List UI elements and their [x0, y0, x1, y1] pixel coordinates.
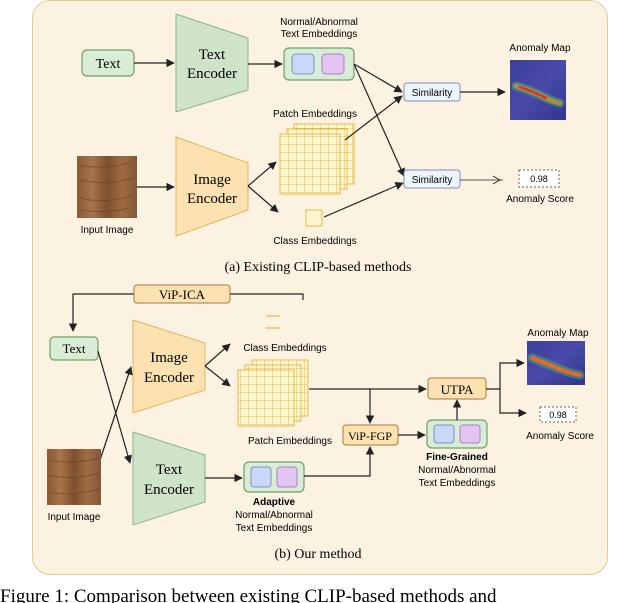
caption-b: (b) Our method [274, 547, 361, 562]
score-value-b: 0.98 [549, 410, 567, 420]
text-encoder-b [132, 431, 206, 526]
vip-fgp-label: ViP-FGP [348, 429, 392, 443]
image-encoder-b [132, 319, 206, 414]
score-box-b [539, 406, 577, 423]
adaptive-bold-label: Adaptive [253, 497, 296, 508]
adaptive-label-2: Text Embeddings [236, 523, 313, 534]
text-encoder-b-line1: Text [156, 462, 183, 478]
caption-a: (a) Existing CLIP-based methods [224, 260, 411, 275]
fine-grained-label-1: Normal/Abnormal [418, 465, 496, 476]
text-input-label-a: Text [96, 57, 121, 72]
text-embeddings-label-a2: Text Embeddings [281, 29, 358, 40]
similarity-box-2 [403, 169, 461, 189]
class-embeddings-label-b: Class Embeddings [243, 343, 326, 354]
adaptive-label-1: Normal/Abnormal [235, 510, 313, 521]
class-embeddings-label-a: Class Embeddings [273, 236, 356, 247]
image-encoder-a-line2: Encoder [187, 191, 237, 207]
text-input-label-b: Text [63, 341, 86, 356]
panel-b: ViP-ICA Text Image Encoder Class Embeddi… [47, 284, 594, 562]
vip-ica-label: ViP-ICA [159, 287, 206, 302]
anomaly-map-label-a: Anomaly Map [509, 43, 571, 54]
text-input-box-b [49, 336, 99, 361]
figure-caption: Figure 1: Comparison between existing CL… [0, 586, 497, 603]
text-encoder-a-line2: Encoder [187, 66, 237, 82]
utpa-label: UTPA [441, 382, 474, 397]
image-encoder-b-line2: Encoder [144, 370, 194, 386]
normal-embedding-a [291, 53, 315, 75]
patch-grid-a [279, 133, 341, 195]
text-embeddings-label-a1: Normal/Abnormal [280, 17, 358, 28]
patch-grid-b [237, 369, 295, 427]
similarity-label-1: Similarity [412, 88, 453, 99]
anomaly-map-b [527, 341, 585, 385]
image-encoder-a [175, 136, 249, 237]
image-encoder-a-line1: Image [193, 172, 231, 188]
anomaly-map-label-b: Anomaly Map [527, 328, 589, 339]
fine-grained-label-2: Text Embeddings [419, 478, 496, 489]
score-value-a: 0.98 [530, 174, 548, 184]
image-encoder-b-line1: Image [150, 350, 188, 366]
text-encoder-a-line1: Text [199, 47, 226, 63]
text-encoder-a [175, 13, 249, 113]
text-encoder-b-line2: Encoder [144, 482, 194, 498]
input-image-label-a: Input Image [81, 225, 134, 236]
fine-grained-bold-label: Fine-Grained [426, 452, 488, 463]
panel-a: Text Text Encoder Normal/Abnormal Text E… [77, 13, 574, 275]
input-image-label-b: Input Image [48, 512, 101, 523]
class-embedding-a [305, 209, 323, 227]
anomaly-score-label-b: Anomaly Score [526, 431, 594, 442]
vip-ica-box [133, 284, 231, 304]
patch-embeddings-label-b: Patch Embeddings [248, 436, 332, 447]
abnormal-embedding-a [321, 53, 345, 75]
similarity-label-2: Similarity [412, 175, 453, 186]
anomaly-map-a [510, 60, 566, 120]
anomaly-score-label-a: Anomaly Score [506, 194, 574, 205]
score-box-a [518, 169, 560, 188]
patch-embeddings-label-a: Patch Embeddings [273, 109, 357, 120]
